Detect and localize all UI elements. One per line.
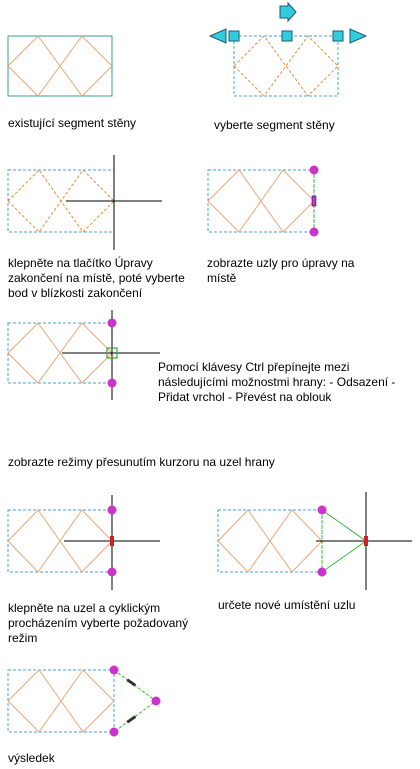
diagonal-line (233, 35, 339, 97)
caption-click-edit-end: klepněte na tlačítko Úpravy zakončení na… (8, 256, 185, 300)
caption-result: výsledek (8, 751, 55, 765)
panel-result (7, 665, 161, 737)
caption-click-node: klepněte na uzel a cyklickým procházením… (8, 601, 189, 645)
panel-new-position (217, 492, 412, 590)
diagonal-line (7, 169, 115, 233)
node-circle-icon (109, 727, 119, 737)
node-circle-icon (151, 696, 161, 706)
caption-ctrl-toggle: Pomocí klávesy Ctrl přepínejte mezi násl… (158, 360, 396, 404)
node-circle-icon (309, 165, 319, 175)
node-circle-icon (309, 227, 319, 237)
square-grip-icon (228, 30, 240, 42)
diagonal-line (7, 35, 113, 97)
caption-new-position: určete nové umístění uzlu (218, 598, 356, 612)
caption-existing-segment: existující segment stěny (8, 116, 137, 130)
node-circle-icon (317, 567, 327, 577)
edge-node-icon (311, 195, 317, 207)
diagonal-line (217, 509, 323, 573)
arrow-right-icon (349, 28, 368, 44)
segment-outline (233, 35, 339, 97)
node-circle-icon (107, 318, 117, 328)
node-circle-icon (317, 505, 327, 515)
diagonal-line (233, 35, 339, 97)
square-grip-icon (106, 347, 118, 359)
panel-show-nodes (207, 165, 319, 237)
caption-show-modes: zobrazte režimy přesunutím kurzoru na uz… (8, 455, 275, 469)
arrow-right-icon (279, 1, 297, 23)
diagonal-line (207, 169, 315, 233)
diagonal-line (7, 669, 115, 733)
caption-show-nodes: zobrazte uzly pro úpravy na místě (207, 256, 355, 285)
panel-ctrl-toggle (7, 310, 160, 400)
edge-node-icon (126, 678, 137, 687)
diagonal-line (7, 509, 113, 573)
node-circle-icon (107, 567, 117, 577)
panel-click-edit-end (7, 155, 162, 250)
edge-node-icon (364, 536, 368, 546)
panel-selected-segment (208, 1, 368, 97)
square-grip-icon (332, 30, 344, 42)
segment-outline (7, 322, 113, 384)
node-circle-icon (109, 665, 119, 675)
square-grip-icon (281, 30, 293, 42)
new-edge-line (113, 669, 157, 733)
node-circle-icon (107, 505, 117, 515)
caption-select-segment: vyberte segment stěny (214, 118, 335, 132)
diagonal-line (7, 322, 113, 384)
panel-click-node (7, 495, 160, 590)
edge-node-icon (126, 715, 137, 724)
edge-node-icon (110, 536, 114, 546)
panel-existing-segment (7, 35, 113, 97)
arrow-left-icon (208, 28, 227, 44)
node-circle-icon (107, 378, 117, 388)
